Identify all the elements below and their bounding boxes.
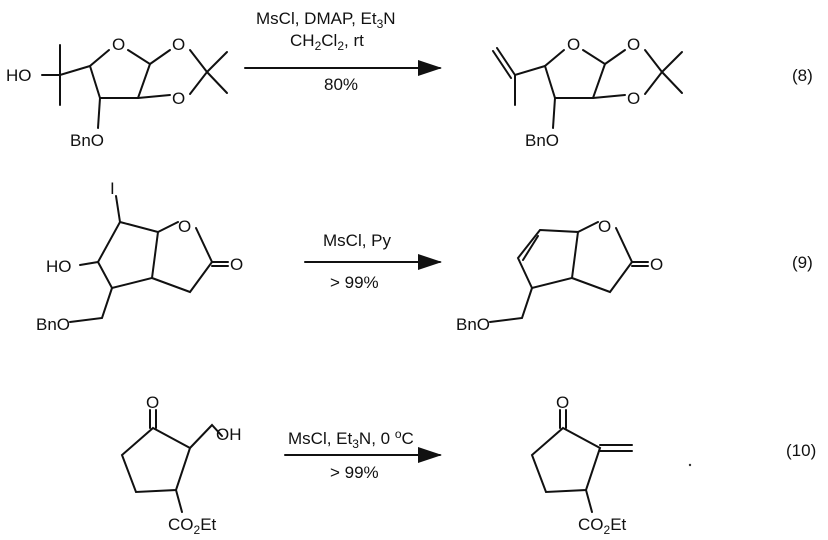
dioxolane-oxygen: O	[627, 35, 640, 54]
ring-oxygen: O	[567, 35, 580, 54]
dioxolane-oxygen: O	[172, 35, 185, 54]
iodo-label: I	[110, 179, 115, 198]
benzyloxy-label: BnO	[525, 131, 559, 150]
reactant-10: O OH CO2Et	[120, 393, 242, 537]
carbonyl-oxygen: O	[230, 255, 243, 274]
yield-label: 80%	[324, 75, 358, 94]
reaction-8: O O O HO BnO MsCl, DMAP, Et3N CH2Cl2, rt…	[6, 9, 813, 150]
benzyloxy-label: BnO	[36, 315, 70, 334]
dioxolane-oxygen: O	[627, 89, 640, 108]
hydroxyl-label: OH	[216, 425, 242, 444]
ring-oxygen: O	[112, 35, 125, 54]
reactant-8: O O O HO BnO	[6, 35, 228, 150]
speck	[688, 463, 692, 467]
equation-number: (8)	[792, 66, 813, 85]
lactone-oxygen: O	[178, 217, 191, 236]
hydroxyl-label: HO	[46, 257, 72, 276]
benzyloxy-label: BnO	[456, 315, 490, 334]
yield-label: > 99%	[330, 463, 379, 482]
product-10: O CO2Et	[530, 393, 633, 537]
equation-number: (10)	[786, 441, 816, 460]
equation-number: (9)	[792, 253, 813, 272]
reactant-9: I O O HO BnO	[36, 179, 243, 334]
conditions-line-1: MsCl, Et3N, 0 oC	[288, 427, 414, 451]
product-8: O O O BnO	[492, 35, 683, 150]
dioxolane-oxygen: O	[172, 89, 185, 108]
ketone-oxygen: O	[146, 393, 159, 412]
ketone-oxygen: O	[556, 393, 569, 412]
conditions-line-2: CH2Cl2, rt	[290, 31, 364, 53]
yield-label: > 99%	[330, 273, 379, 292]
ester-label: CO2Et	[578, 515, 627, 537]
conditions-line-1: MsCl, DMAP, Et3N	[256, 9, 396, 31]
hydroxyl-label: HO	[6, 66, 32, 85]
lactone-oxygen: O	[598, 217, 611, 236]
ester-label: CO2Et	[168, 515, 217, 537]
conditions-line-1: MsCl, Py	[323, 231, 392, 250]
benzyloxy-label: BnO	[70, 131, 104, 150]
reaction-9: I O O HO BnO MsCl, Py > 99% O O BnO (9)	[36, 179, 813, 334]
carbonyl-oxygen: O	[650, 255, 663, 274]
reaction-10: O OH CO2Et MsCl, Et3N, 0 oC > 99% O CO2E…	[120, 393, 816, 537]
product-9: O O BnO	[456, 217, 663, 334]
